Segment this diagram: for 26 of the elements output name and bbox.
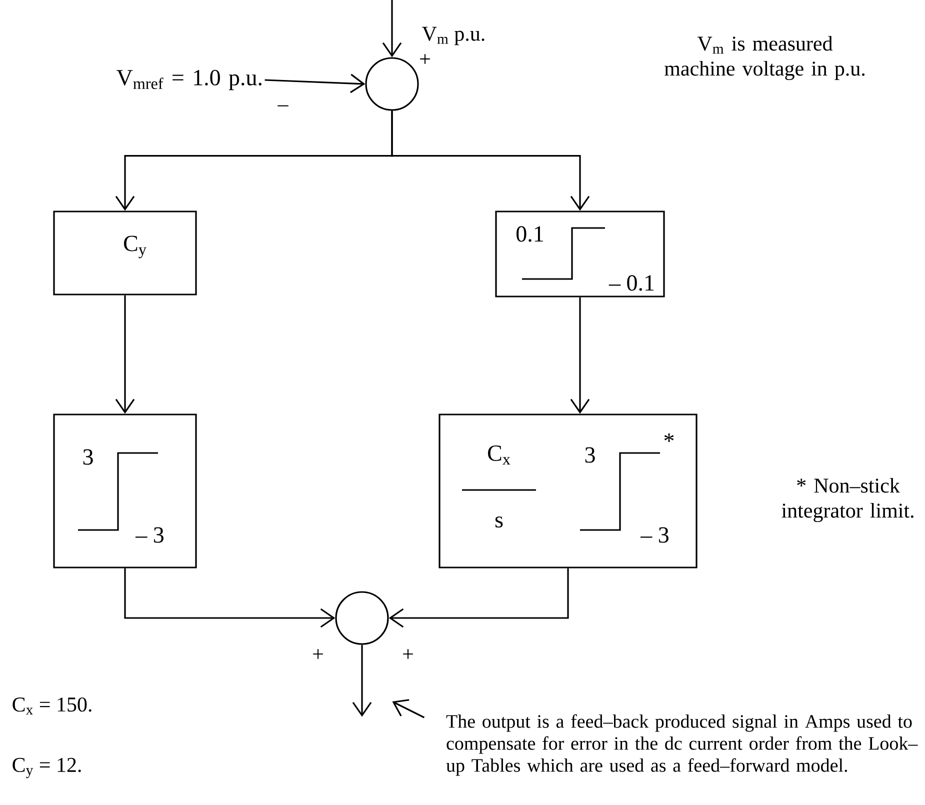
limiter-box: 3 – 3 <box>53 414 197 568</box>
arrow <box>352 644 372 717</box>
sign: + <box>403 649 413 659</box>
arrow <box>382 0 402 58</box>
output-note: The output is a feed–back produced signal in Amps used to compensate for error in the dc current order from the Look–up Tables which are used as a feed–forward model. <box>446 714 918 776</box>
note: V$_{m}$ is measured machine voltage in p.u. <box>664 36 865 80</box>
sign: + <box>420 54 430 64</box>
note: * Non–stick integrator limit. <box>782 478 914 522</box>
arrow <box>115 295 135 414</box>
arrow <box>392 699 425 718</box>
arrow <box>570 297 590 414</box>
arrow <box>124 568 336 628</box>
integrator-box: C$_{x}$ s 3 – 3 * <box>438 414 698 568</box>
arrow <box>388 568 569 628</box>
reference-label: V$_{mref}$ = 1.0 p.u. <box>116 70 262 90</box>
sign: – <box>278 105 288 106</box>
arrow <box>391 110 590 211</box>
gain-box: C$_{y}$ <box>53 210 197 296</box>
parameter-label: C$_{y}$ = 12. <box>12 758 81 778</box>
arrow <box>264 74 366 94</box>
limiter-box: 0.1 – 0.1 <box>495 210 665 298</box>
parameter-label: C$_{x}$ = 150. <box>12 697 92 715</box>
sign: + <box>313 649 323 659</box>
signal-label: V$_{m}$ p.u. <box>422 26 484 46</box>
summing-junction <box>335 591 389 645</box>
summing-junction <box>365 57 419 111</box>
